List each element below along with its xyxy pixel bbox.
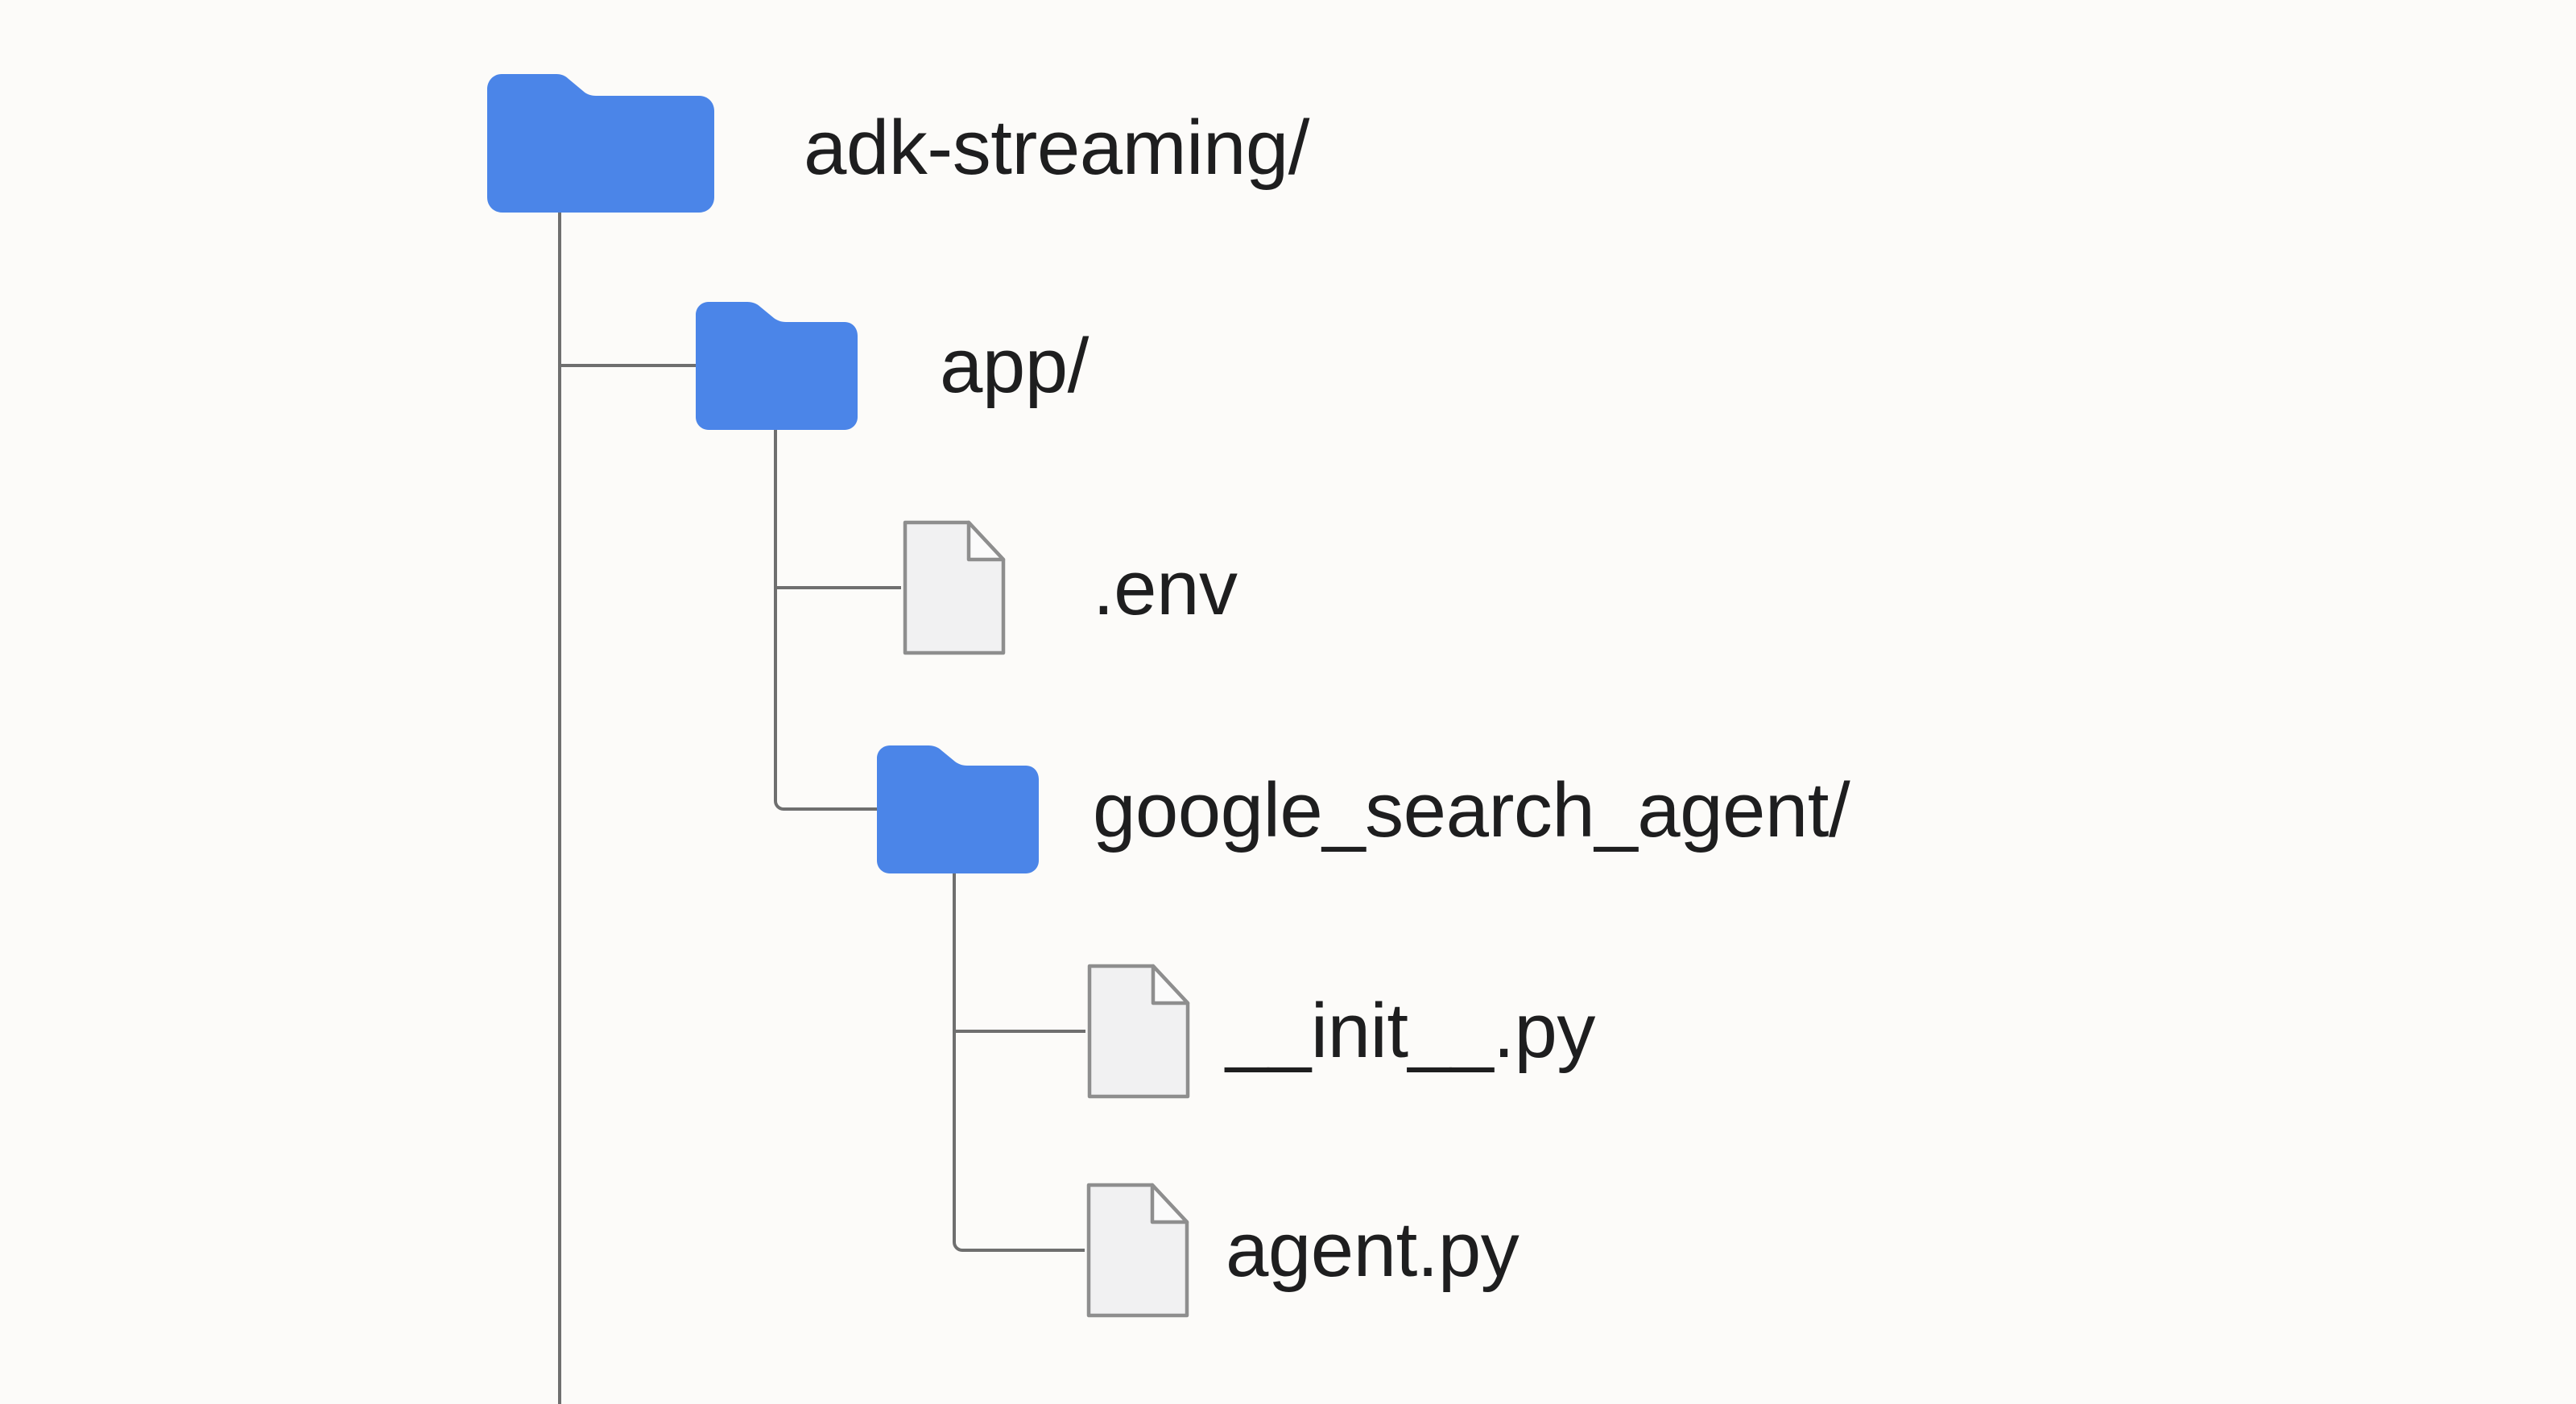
folder-shape xyxy=(877,745,1039,873)
branch-line-init-py xyxy=(953,1030,1085,1033)
folder-icon xyxy=(696,302,858,430)
file-fold-corner xyxy=(1151,964,1190,1006)
file-icon xyxy=(903,520,1006,655)
file-fold-corner xyxy=(966,520,1006,562)
folder-icon xyxy=(877,745,1039,873)
file-icon xyxy=(1086,1183,1189,1318)
branch-elbow-google-search-agent xyxy=(774,430,877,811)
branch-line-app xyxy=(558,364,696,367)
folder-shape xyxy=(487,74,714,213)
tree-label-env: .env xyxy=(1093,545,1238,631)
file-fold-corner xyxy=(1150,1183,1189,1224)
branch-line-env xyxy=(774,586,901,589)
file-icon xyxy=(1087,964,1190,1099)
tree-label-app: app/ xyxy=(940,323,1089,409)
tree-label-init-py: __init__.py xyxy=(1226,988,1595,1074)
branch-elbow-agent-py xyxy=(953,873,1085,1252)
folder-icon xyxy=(487,74,714,213)
folder-shape xyxy=(696,302,858,430)
tree-trunk-line xyxy=(558,213,561,1404)
tree-label-agent-py: agent.py xyxy=(1226,1207,1520,1293)
tree-label-adk-streaming: adk-streaming/ xyxy=(804,105,1309,191)
tree-label-google-search-agent: google_search_agent/ xyxy=(1093,767,1850,853)
